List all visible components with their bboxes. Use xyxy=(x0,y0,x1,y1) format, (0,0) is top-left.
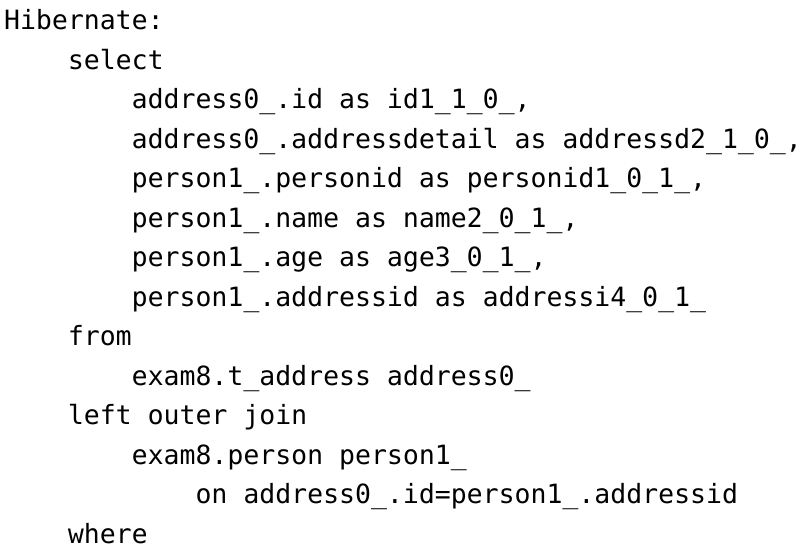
log-line: on address0_.id=person1_.addressid xyxy=(4,479,738,510)
log-line: person1_.personid as personid1_0_1_, xyxy=(4,163,706,194)
sql-log-text: Hibernate: select address0_.id as id1_1_… xyxy=(4,1,802,554)
log-line: address0_.id as id1_1_0_, xyxy=(4,84,531,115)
log-line: exam8.t_address address0_ xyxy=(4,360,531,392)
log-line: where xyxy=(4,518,148,550)
log-line: Hibernate: xyxy=(4,5,164,36)
log-line: select xyxy=(4,44,164,76)
log-line: person1_.addressid as addressi4_0_1_ xyxy=(4,281,706,313)
log-line: address0_.addressdetail as addressd2_1_0… xyxy=(4,123,802,155)
log-line: person1_.name as name2_0_1_, xyxy=(4,202,579,234)
log-line: exam8.person person1_ xyxy=(4,439,467,471)
log-line: person1_.age as age3_0_1_, xyxy=(4,242,547,273)
log-line: from xyxy=(4,321,132,352)
log-line: left outer join xyxy=(4,400,308,431)
